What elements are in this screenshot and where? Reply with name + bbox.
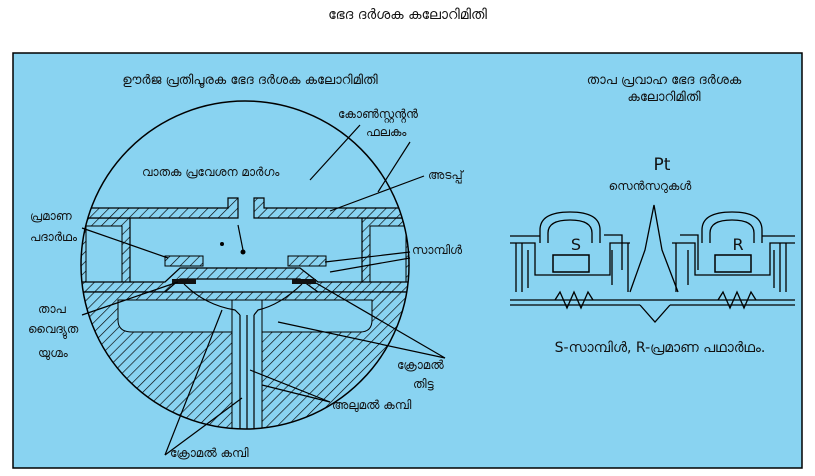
reference-crucible bbox=[714, 254, 752, 273]
left-heading: ഊർജ പ്രതിപൂരക ഭേദ ദർശക കലോറിമിതി bbox=[122, 73, 378, 88]
label-constantan-1: കോൺസ്റ്റൻ്റൻ bbox=[338, 107, 418, 123]
sensors-label: സെൻസറുകൾ bbox=[609, 179, 693, 194]
right-heading-line1: താപ പ്രവാഹ ഭേദ ദർശക bbox=[587, 73, 742, 88]
right-heading-line2: കലോറിമിതി bbox=[627, 90, 700, 105]
label-lid: അടപ്പ് bbox=[428, 168, 465, 183]
label-thermocouple-1: താപ bbox=[38, 302, 67, 316]
label-reference-1: പ്രമാണ bbox=[30, 209, 72, 223]
sample-crucible bbox=[552, 254, 590, 273]
main-title: ഭേദ ദർശക കലോറിമിതി bbox=[328, 7, 487, 23]
label-chromel-wire: ക്രോമൽ കമ്പി bbox=[170, 446, 249, 460]
heat-flux-cell bbox=[510, 204, 795, 323]
label-gas-inlet: വാതക പ്രവേശന മാർഗം bbox=[142, 165, 280, 179]
label-constantan-2: ഫലകം bbox=[366, 125, 407, 139]
label-alumel: അലുമൽ കമ്പി bbox=[332, 398, 412, 413]
label-chromel-2: തിട്ട bbox=[413, 377, 435, 391]
leader-lines bbox=[81, 124, 446, 456]
label-chromel-1: ക്രോമൽ bbox=[397, 358, 444, 372]
label-thermocouple-2: വൈദ്യുത bbox=[28, 322, 79, 340]
cell-outline bbox=[80, 100, 410, 430]
label-thermocouple-3: യുഗ്മം bbox=[38, 346, 69, 361]
label-reference-2: പദാർഥം bbox=[30, 230, 78, 244]
r-label: R bbox=[732, 235, 743, 254]
pt-label: Pt bbox=[654, 155, 671, 175]
s-label: S bbox=[571, 235, 581, 254]
legend: S-സാമ്പിൾ, R-പ്രമാണ പഥാർഥം. bbox=[555, 340, 766, 356]
label-sample: സാമ്പിൾ bbox=[412, 243, 463, 257]
